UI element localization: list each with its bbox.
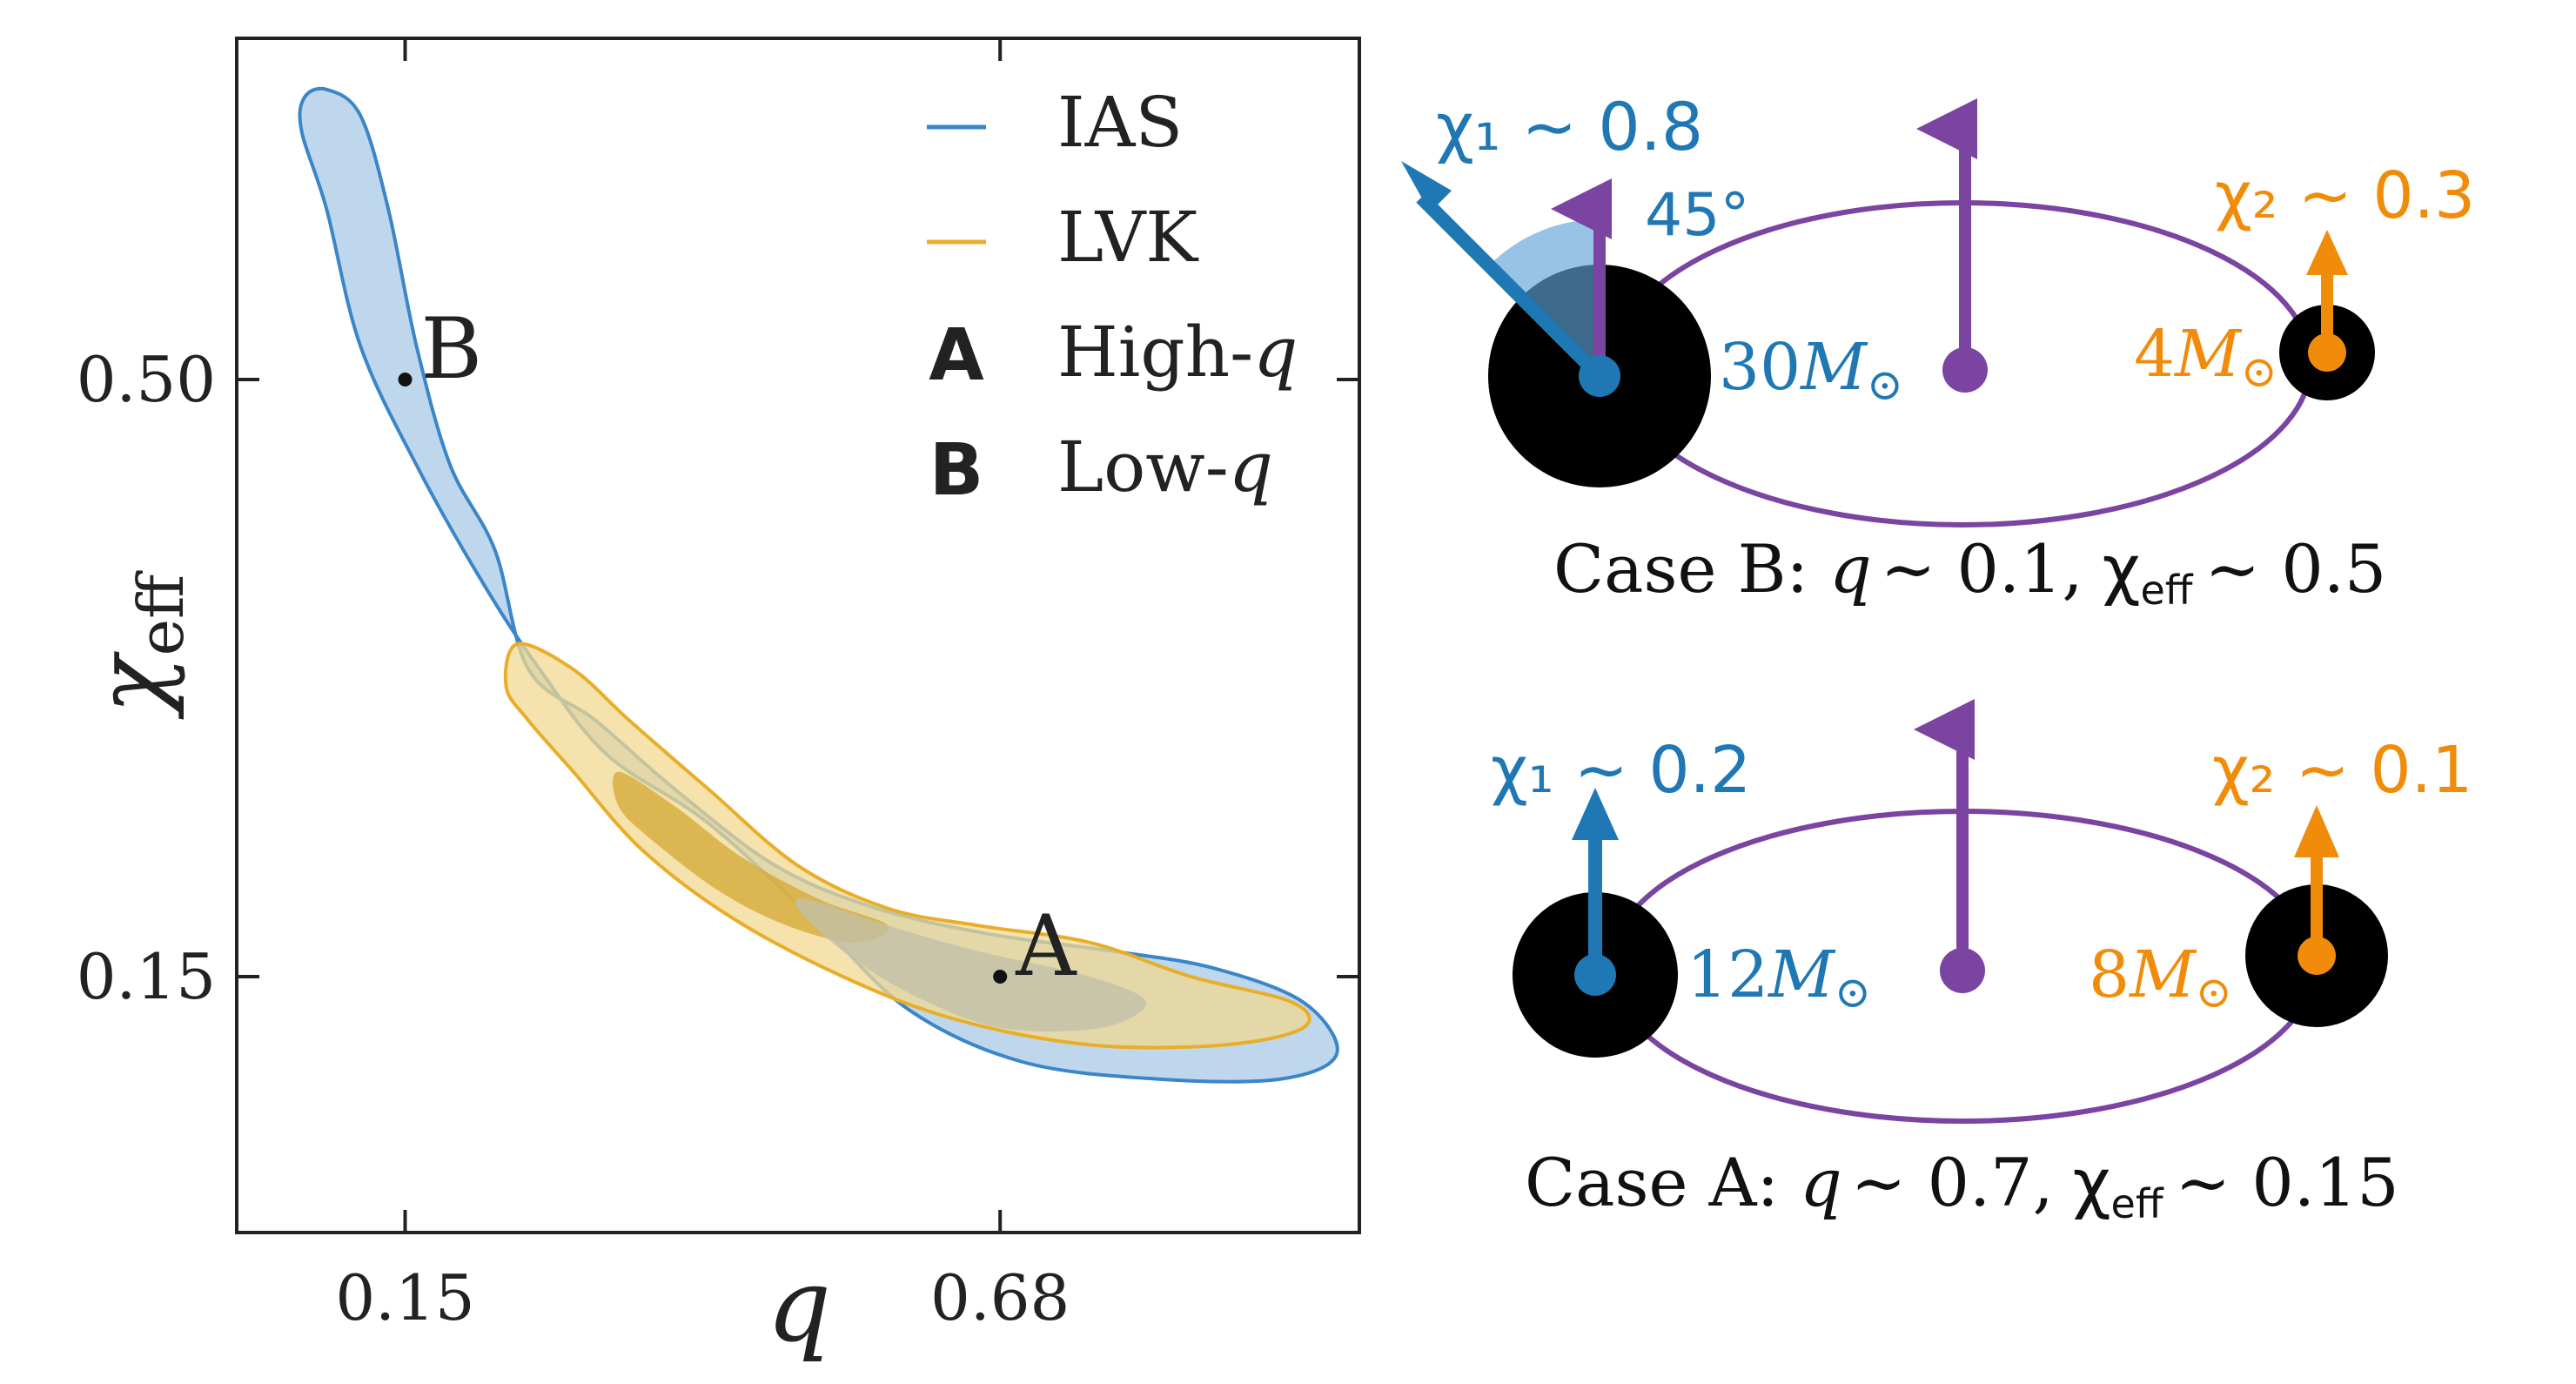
legend-symbol-b: B: [929, 429, 984, 512]
contour-regions: [298, 86, 1339, 1084]
case-b-bh2-spin-arrowhead: [2306, 230, 2348, 275]
case-a-diagram: χ₁ ∼ 0.2 12M⊙ 8M⊙ χ₂ ∼ 0.1 Case A:q∼ 0.7…: [1491, 699, 2472, 1227]
case-a-bh2-center: [2298, 937, 2336, 975]
y-axis-label-sub: eff: [124, 570, 198, 656]
case-b-spin-tilt-wedge: [1489, 219, 1600, 376]
case-a-bh1-spin-arrowhead: [1572, 788, 1619, 840]
marked-points: BA: [398, 300, 1077, 995]
case-b-center-of-mass: [1942, 347, 1988, 393]
legend-label: LVK: [1057, 197, 1198, 278]
legend-label: IAS: [1057, 82, 1183, 163]
case-a-chi1-label: χ₁ ∼ 0.2: [1491, 733, 1751, 808]
legend: IAS LVK A High-qB Low-q: [927, 82, 1298, 512]
point-label-a: A: [1015, 897, 1077, 995]
case-a-bh1-center: [1574, 954, 1616, 996]
contour-lvk-core: [613, 771, 889, 943]
case-b-chi2-label: χ₂ ∼ 0.3: [2215, 158, 2475, 233]
case-b-bh1-center: [1579, 355, 1620, 397]
point-label-b: B: [421, 300, 483, 398]
legend-label: High-q: [1057, 312, 1298, 393]
y-axis-label-main: χ: [75, 650, 186, 720]
case-a-caption: Case A:q∼ 0.7,χeff∼ 0.15: [1525, 1144, 2399, 1227]
legend-symbol-a: A: [929, 314, 984, 397]
case-b-bh2-center: [2308, 333, 2346, 372]
legend-label: Low-q: [1057, 427, 1273, 507]
case-a-mass2-label: 8M⊙: [2089, 937, 2232, 1018]
case-b-chi1-label: χ₁ ∼ 0.8: [1436, 88, 1703, 165]
point-b: [398, 373, 413, 386]
x-axis-label: q: [767, 1247, 831, 1365]
axis-ticks: 0.15 0.68 0.50 0.15: [77, 38, 1359, 1334]
case-b-angle-label: 45°: [1645, 181, 1750, 250]
case-a-mass1-label: 12M⊙: [1687, 937, 1871, 1018]
contour-ias: [298, 86, 1339, 1084]
point-a: [993, 970, 1008, 984]
case-b-diagram: χ₁ ∼ 0.8 45° 30M⊙ 4M⊙ χ₂ ∼ 0.3 Case B:q∼…: [1401, 88, 2475, 614]
case-a-center-of-mass: [1940, 948, 1985, 993]
x-tick-label: 0.15: [335, 1261, 474, 1334]
plot-frame: [235, 37, 1361, 1234]
case-a-bh2-spin-arrowhead: [2294, 805, 2339, 857]
case-b-bh1-spin-arrowhead: [1401, 161, 1452, 212]
svg-text:χeff: χeff: [75, 570, 198, 720]
x-tick-label: 0.68: [930, 1261, 1070, 1334]
case-a-chi2-label: χ₂ ∼ 0.1: [2212, 733, 2472, 808]
y-tick-label: 0.15: [77, 940, 216, 1013]
case-b-caption: Case B:q∼ 0.1,χeff∼ 0.5: [1553, 530, 2386, 614]
y-axis-label: χeff: [75, 570, 198, 720]
y-tick-label: 0.50: [77, 343, 216, 416]
case-b-bh1-spin-arrow: [1416, 192, 1605, 381]
case-b-mass1-label: 30M⊙: [1719, 330, 1903, 410]
contour-ias-core: [795, 898, 1147, 1032]
case-b-mass2-label: 4M⊙: [2134, 317, 2277, 397]
